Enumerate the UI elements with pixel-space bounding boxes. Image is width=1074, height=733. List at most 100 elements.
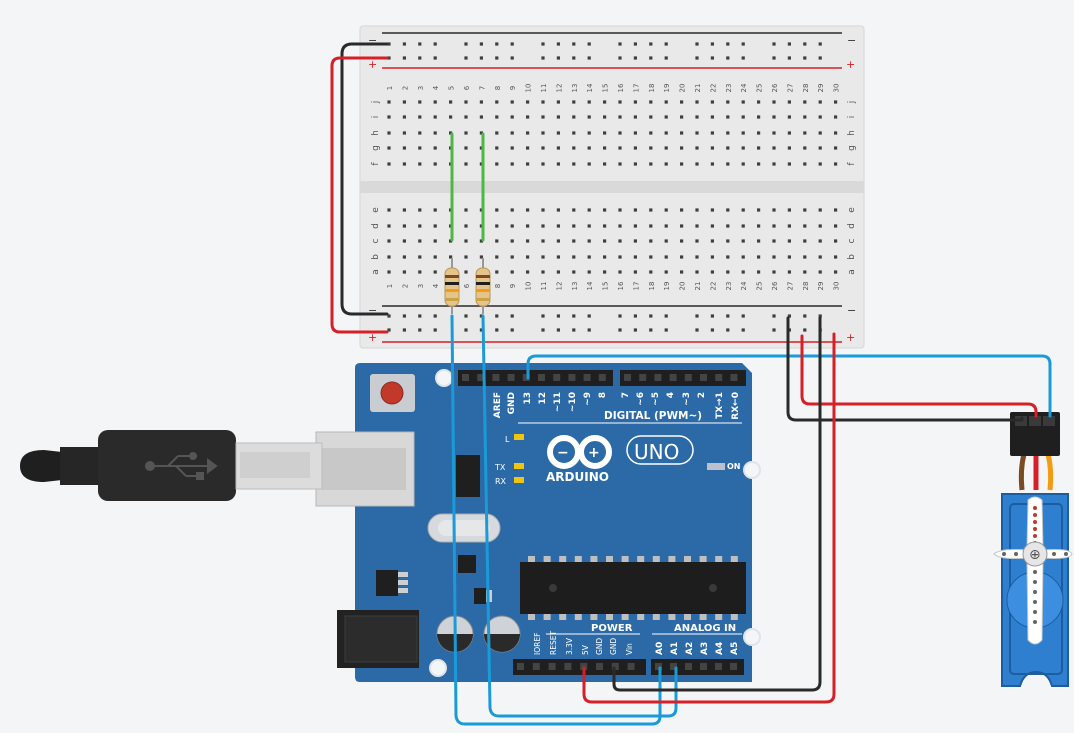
- breadboard-hole[interactable]: [818, 239, 822, 243]
- breadboard-hole[interactable]: [741, 100, 745, 104]
- breadboard-hole[interactable]: [803, 131, 807, 135]
- rail-hole[interactable]: [402, 314, 406, 318]
- breadboard-hole[interactable]: [387, 270, 391, 274]
- breadboard-hole[interactable]: [726, 131, 730, 135]
- header-pin-hole[interactable]: [522, 374, 530, 381]
- breadboard-hole[interactable]: [818, 270, 822, 274]
- breadboard-hole[interactable]: [387, 131, 391, 135]
- rail-hole[interactable]: [433, 56, 437, 60]
- breadboard-hole[interactable]: [680, 208, 684, 212]
- breadboard-hole[interactable]: [803, 208, 807, 212]
- rail-hole[interactable]: [695, 56, 699, 60]
- breadboard-hole[interactable]: [818, 208, 822, 212]
- header-pin-hole[interactable]: [624, 374, 631, 381]
- breadboard-hole[interactable]: [633, 146, 637, 150]
- breadboard-hole[interactable]: [787, 239, 791, 243]
- breadboard-hole[interactable]: [803, 255, 807, 259]
- rail-hole[interactable]: [556, 314, 560, 318]
- header-pin-hole[interactable]: [670, 663, 677, 670]
- rail-hole[interactable]: [649, 42, 653, 46]
- breadboard-hole[interactable]: [433, 115, 437, 119]
- breadboard-hole[interactable]: [803, 270, 807, 274]
- breadboard-hole[interactable]: [818, 115, 822, 119]
- rail-hole[interactable]: [587, 42, 591, 46]
- breadboard-hole[interactable]: [834, 224, 838, 228]
- breadboard-hole[interactable]: [479, 224, 483, 228]
- rail-hole[interactable]: [787, 56, 791, 60]
- breadboard-hole[interactable]: [433, 239, 437, 243]
- rail-hole[interactable]: [479, 42, 483, 46]
- breadboard-hole[interactable]: [726, 270, 730, 274]
- breadboard-hole[interactable]: [772, 270, 776, 274]
- rail-hole[interactable]: [433, 328, 437, 332]
- breadboard-hole[interactable]: [834, 239, 838, 243]
- rail-hole[interactable]: [710, 42, 714, 46]
- rail-hole[interactable]: [433, 42, 437, 46]
- rail-hole[interactable]: [787, 42, 791, 46]
- rail-hole[interactable]: [495, 328, 499, 332]
- rail-hole[interactable]: [418, 328, 422, 332]
- breadboard-hole[interactable]: [649, 270, 653, 274]
- breadboard-hole[interactable]: [772, 162, 776, 166]
- header-pin-hole[interactable]: [669, 374, 677, 381]
- breadboard-hole[interactable]: [757, 162, 761, 166]
- breadboard-hole[interactable]: [649, 131, 653, 135]
- rail-hole[interactable]: [556, 56, 560, 60]
- breadboard-hole[interactable]: [495, 115, 499, 119]
- servo-horn[interactable]: [993, 496, 1073, 645]
- breadboard-hole[interactable]: [834, 162, 838, 166]
- breadboard-hole[interactable]: [695, 208, 699, 212]
- breadboard-hole[interactable]: [572, 162, 576, 166]
- breadboard-hole[interactable]: [680, 224, 684, 228]
- wire-black-gnd[interactable]: [612, 316, 822, 692]
- breadboard-hole[interactable]: [633, 239, 637, 243]
- breadboard-hole[interactable]: [387, 100, 391, 104]
- rail-hole[interactable]: [387, 314, 391, 318]
- rail-hole[interactable]: [479, 56, 483, 60]
- breadboard-hole[interactable]: [772, 100, 776, 104]
- breadboard-hole[interactable]: [633, 162, 637, 166]
- breadboard-hole[interactable]: [618, 100, 622, 104]
- breadboard-hole[interactable]: [603, 162, 607, 166]
- breadboard-hole[interactable]: [541, 100, 545, 104]
- rail-hole[interactable]: [695, 314, 699, 318]
- breadboard-hole[interactable]: [787, 131, 791, 135]
- digital-header-right[interactable]: [620, 370, 746, 386]
- breadboard-hole[interactable]: [772, 224, 776, 228]
- header-pin-hole[interactable]: [580, 663, 588, 670]
- header-pin-hole[interactable]: [548, 663, 556, 670]
- breadboard-hole[interactable]: [803, 162, 807, 166]
- rail-hole[interactable]: [649, 56, 653, 60]
- breadboard-hole[interactable]: [649, 224, 653, 228]
- breadboard-hole[interactable]: [510, 270, 514, 274]
- breadboard-hole[interactable]: [541, 239, 545, 243]
- breadboard-hole[interactable]: [726, 146, 730, 150]
- breadboard-hole[interactable]: [510, 239, 514, 243]
- breadboard-hole[interactable]: [664, 224, 668, 228]
- rail-hole[interactable]: [464, 42, 468, 46]
- rail-hole[interactable]: [664, 42, 668, 46]
- breadboard-hole[interactable]: [556, 131, 560, 135]
- breadboard-hole[interactable]: [402, 224, 406, 228]
- breadboard-hole[interactable]: [757, 208, 761, 212]
- breadboard-hole[interactable]: [418, 131, 422, 135]
- breadboard-hole[interactable]: [479, 100, 483, 104]
- breadboard-hole[interactable]: [418, 146, 422, 150]
- breadboard-hole[interactable]: [526, 239, 530, 243]
- breadboard-hole[interactable]: [741, 162, 745, 166]
- breadboard-hole[interactable]: [418, 255, 422, 259]
- header-pin-hole[interactable]: [715, 663, 722, 670]
- breadboard-hole[interactable]: [418, 239, 422, 243]
- breadboard-hole[interactable]: [541, 270, 545, 274]
- header-pin-hole[interactable]: [507, 374, 515, 381]
- rail-hole[interactable]: [556, 328, 560, 332]
- breadboard-hole[interactable]: [757, 224, 761, 228]
- breadboard-hole[interactable]: [726, 224, 730, 228]
- resistor-2[interactable]: [475, 258, 491, 314]
- rail-hole[interactable]: [618, 314, 622, 318]
- breadboard-hole[interactable]: [402, 162, 406, 166]
- header-pin-hole[interactable]: [700, 663, 707, 670]
- breadboard-hole[interactable]: [587, 162, 591, 166]
- breadboard-hole[interactable]: [587, 100, 591, 104]
